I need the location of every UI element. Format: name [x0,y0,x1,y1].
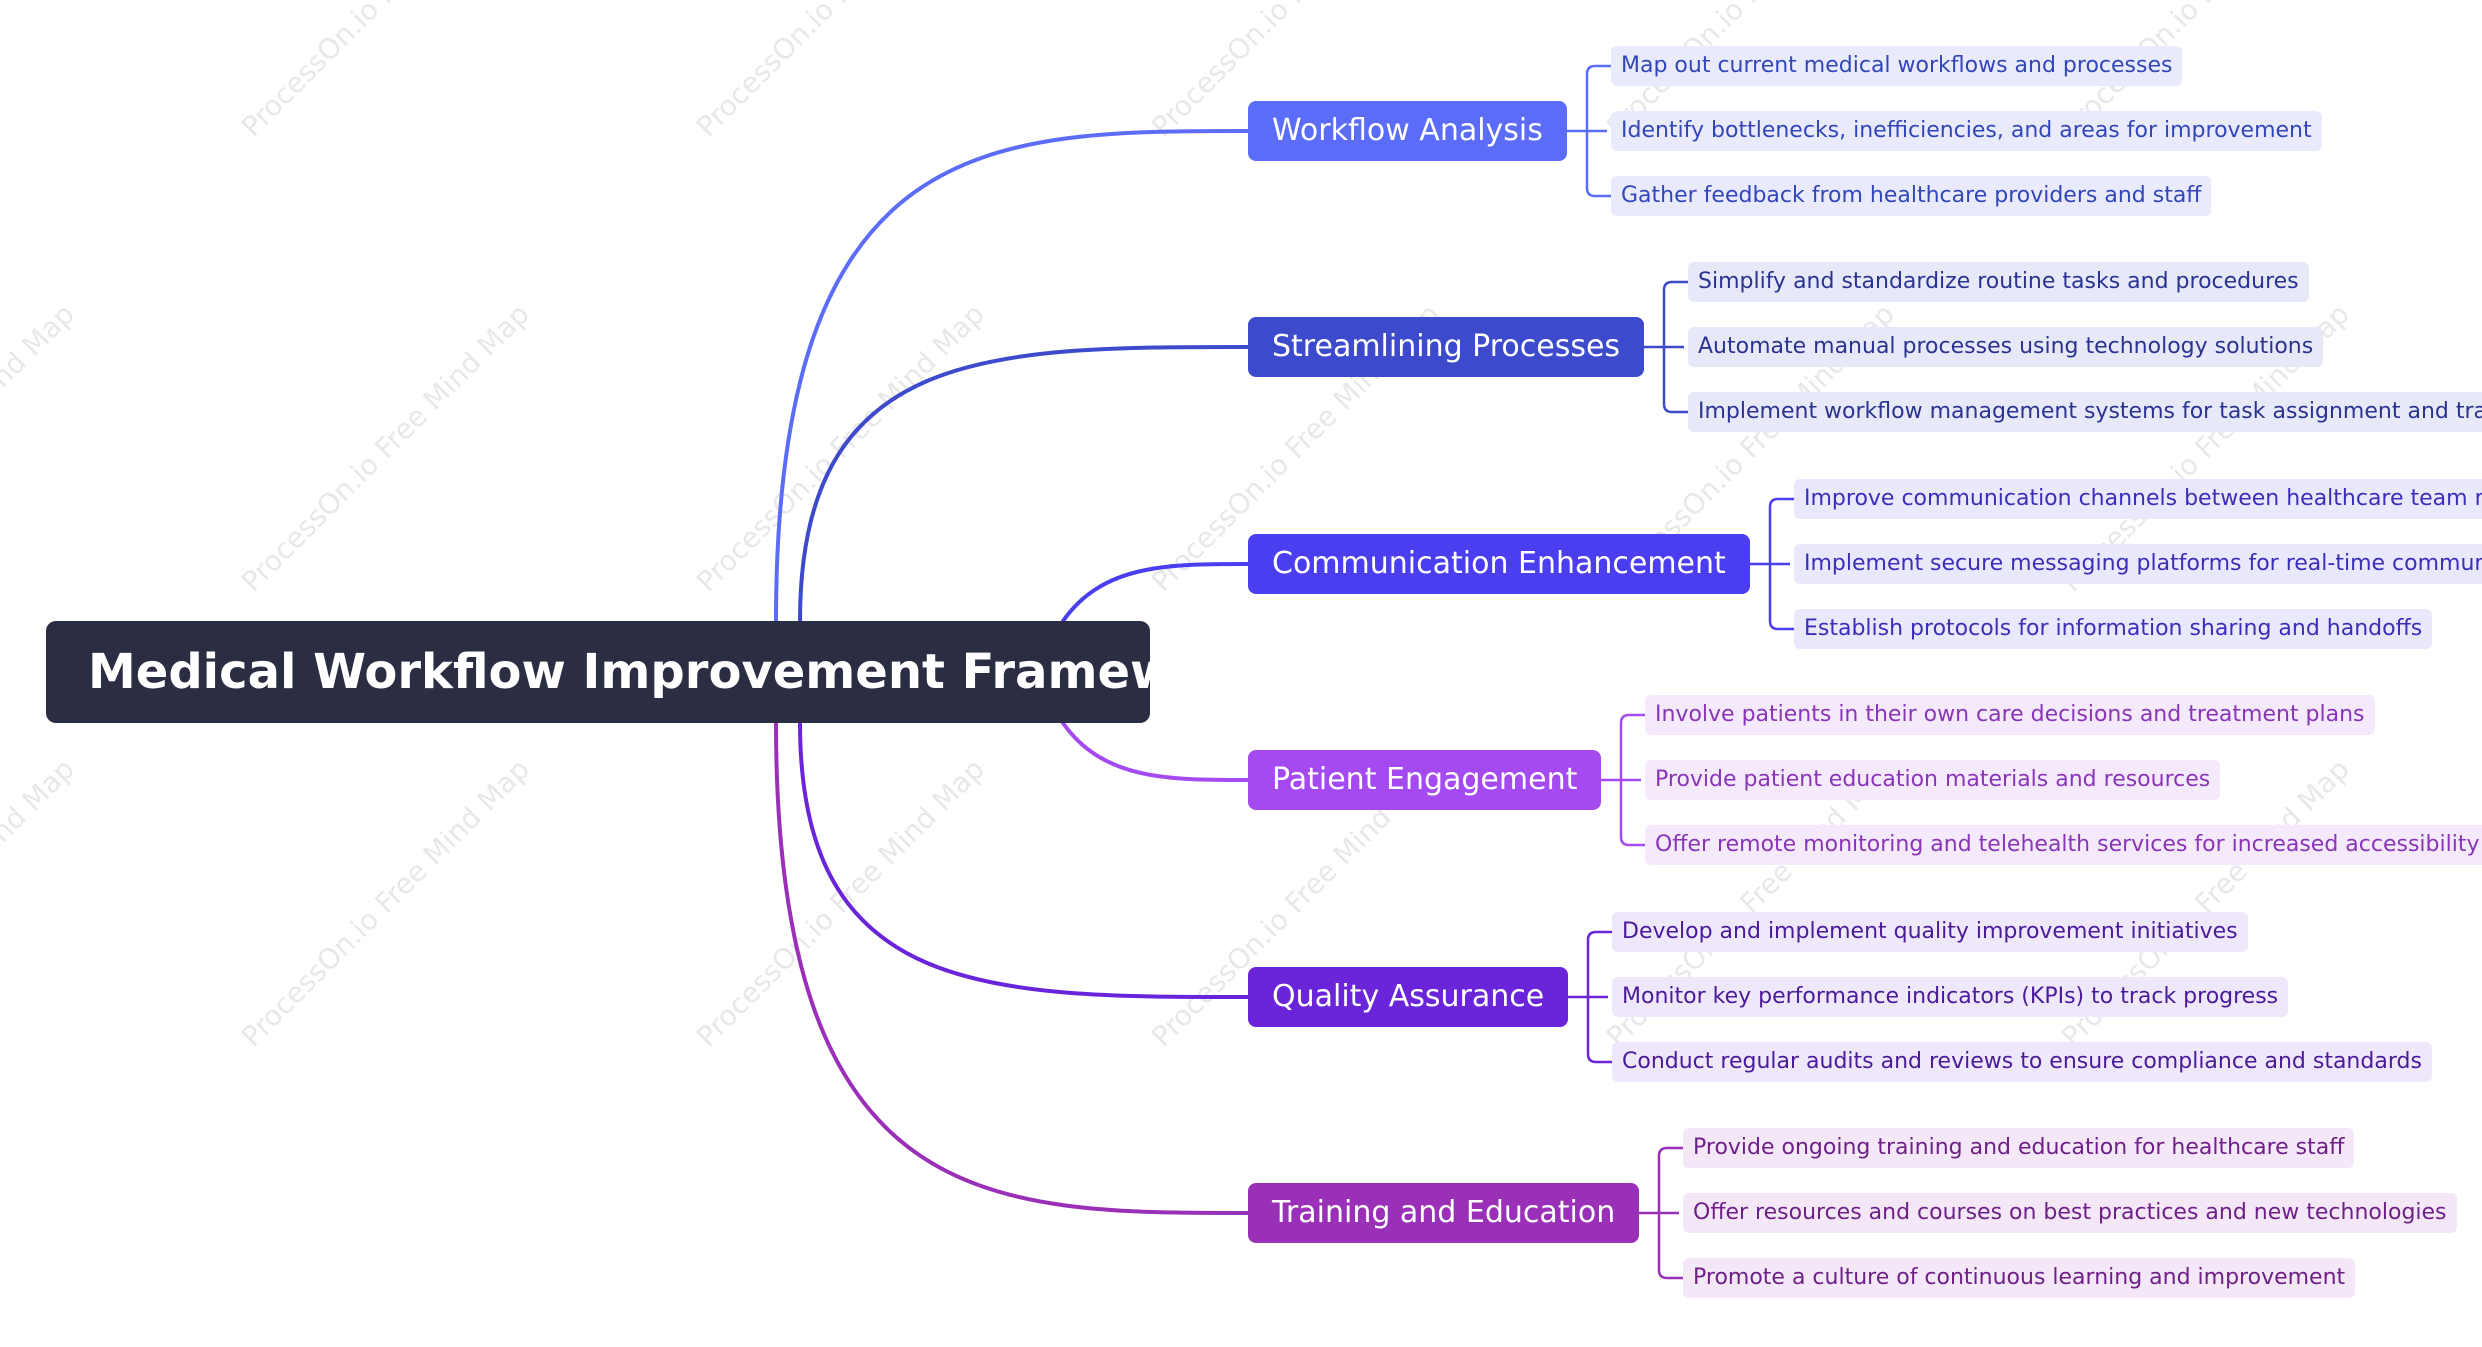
leaf-topic[interactable]: Automate manual processes using technolo… [1688,327,2324,367]
leaf-label: Involve patients in their own care decis… [1655,702,2365,727]
branch-label: Streamlining Processes [1272,329,1621,364]
leaf-label: Identify bottlenecks, inefficiencies, an… [1621,118,2312,143]
leaf-topic[interactable]: Map out current medical workflows and pr… [1611,46,2183,86]
leaf-label: Offer resources and courses on best prac… [1693,1200,2447,1225]
leaf-topic[interactable]: Provide patient education materials and … [1645,760,2221,800]
leaf-topic[interactable]: Offer resources and courses on best prac… [1683,1193,2457,1233]
leaf-topic[interactable]: Involve patients in their own care decis… [1645,695,2375,735]
root-branch-connector [1061,721,1250,782]
branch-label: Communication Enhancement [1272,546,1726,581]
leaf-bracket [1619,713,1645,847]
leaf-topic[interactable]: Improve communication channels between h… [1794,479,2482,519]
leaf-bracket [1585,64,1611,198]
root-topic-label: Medical Workflow Improvement Framework [88,644,1263,700]
leaf-topic[interactable]: Develop and implement quality improvemen… [1612,912,2248,952]
branch-patient-engagement[interactable]: Patient Engagement [1248,750,1602,810]
root-branch-connector [774,129,1250,623]
leaf-topic[interactable]: Implement secure messaging platforms for… [1794,544,2482,584]
leaf-label: Implement workflow management systems fo… [1698,399,2482,424]
branch-streamlining-processes[interactable]: Streamlining Processes [1248,317,1645,377]
leaf-bracket [1662,280,1688,414]
branch-label: Quality Assurance [1272,979,1545,1014]
leaf-label: Provide ongoing training and education f… [1693,1135,2345,1160]
leaf-label: Conduct regular audits and reviews to en… [1622,1049,2422,1074]
leaf-topic[interactable]: Implement workflow management systems fo… [1688,392,2482,432]
leaf-label: Provide patient education materials and … [1655,767,2211,792]
leaf-topic[interactable]: Simplify and standardize routine tasks a… [1688,262,2309,302]
leaf-label: Improve communication channels between h… [1804,486,2482,511]
root-branch-connector [798,345,1250,623]
leaf-topic[interactable]: Identify bottlenecks, inefficiencies, an… [1611,111,2322,151]
root-branch-connector [1061,562,1250,623]
leaf-label: Automate manual processes using technolo… [1698,334,2314,359]
branch-quality-assurance[interactable]: Quality Assurance [1248,967,1569,1027]
leaf-label: Develop and implement quality improvemen… [1622,919,2238,944]
branch-label: Workflow Analysis [1272,113,1543,148]
leaf-label: Establish protocols for information shar… [1804,616,2423,641]
leaf-topic[interactable]: Offer remote monitoring and telehealth s… [1645,825,2482,865]
leaf-topic[interactable]: Establish protocols for information shar… [1794,609,2433,649]
branch-label: Training and Education [1272,1195,1616,1230]
leaf-bracket [1657,1146,1683,1280]
leaf-label: Offer remote monitoring and telehealth s… [1655,832,2480,857]
leaf-topic[interactable]: Promote a culture of continuous learning… [1683,1258,2356,1298]
branch-training-and-education[interactable]: Training and Education [1248,1183,1640,1243]
leaf-topic[interactable]: Provide ongoing training and education f… [1683,1128,2355,1168]
leaf-label: Gather feedback from healthcare provider… [1621,183,2202,208]
leaf-label: Implement secure messaging platforms for… [1804,551,2482,576]
leaf-label: Simplify and standardize routine tasks a… [1698,269,2299,294]
leaf-topic[interactable]: Gather feedback from healthcare provider… [1611,176,2212,216]
root-topic[interactable]: Medical Workflow Improvement Framework [46,621,1263,723]
branch-label: Patient Engagement [1272,762,1578,797]
leaf-label: Promote a culture of continuous learning… [1693,1265,2346,1290]
leaf-label: Map out current medical workflows and pr… [1621,53,2173,78]
leaf-topic[interactable]: Monitor key performance indicators (KPIs… [1612,977,2289,1017]
branch-workflow-analysis[interactable]: Workflow Analysis [1248,101,1567,161]
branch-communication-enhancement[interactable]: Communication Enhancement [1248,534,1750,594]
root-branch-connector [774,721,1250,1215]
leaf-topic[interactable]: Conduct regular audits and reviews to en… [1612,1042,2432,1082]
root-branch-connector [798,721,1250,999]
leaf-bracket [1768,497,1794,631]
leaf-bracket [1586,930,1612,1064]
leaf-label: Monitor key performance indicators (KPIs… [1622,984,2279,1009]
